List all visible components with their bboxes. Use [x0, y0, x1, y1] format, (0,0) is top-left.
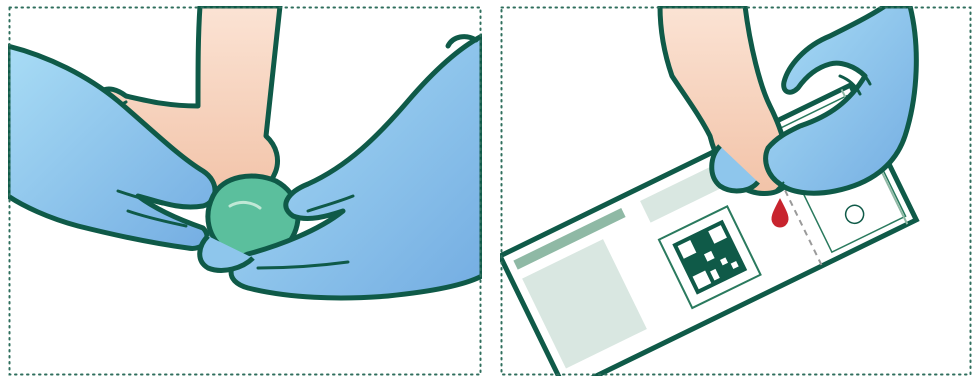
heel-warming-illustration: [8, 6, 482, 376]
illustration-panel-left: [8, 6, 482, 376]
illustration-panel-right: [500, 6, 972, 376]
heel-prick-blood-card-illustration: [500, 6, 972, 376]
